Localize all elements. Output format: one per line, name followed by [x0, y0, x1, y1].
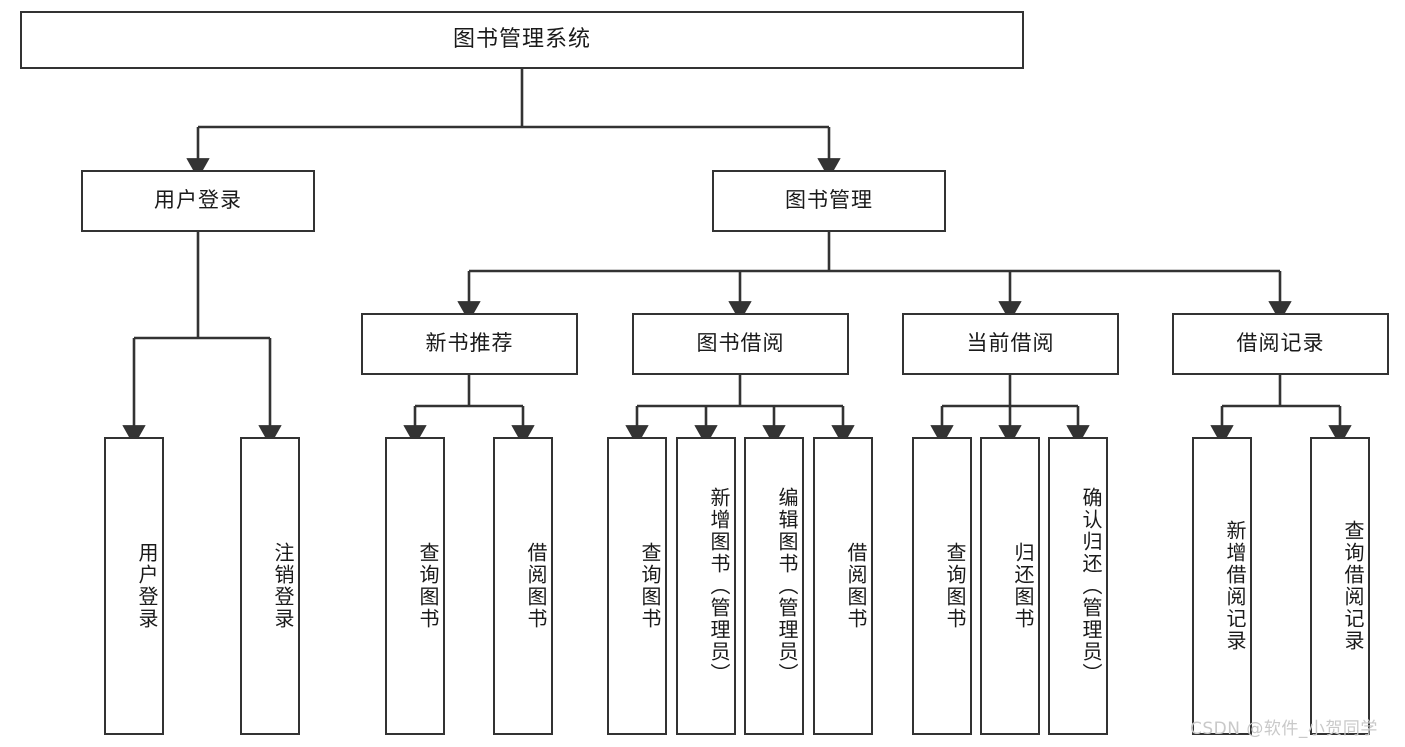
leaf-book-borrow-edit[interactable]: 编辑图书（管理员） [744, 437, 804, 735]
node-label: 查询图书 [943, 542, 967, 630]
leaf-user-login-logout[interactable]: 注销登录 [240, 437, 300, 735]
node-borrow-record[interactable]: 借阅记录 [1172, 313, 1389, 375]
node-label: 用户登录 [135, 542, 159, 630]
node-label: 借阅图书 [844, 542, 868, 630]
node-label: 当前借阅 [966, 331, 1055, 356]
leaf-book-borrow-add[interactable]: 新增图书（管理员） [676, 437, 736, 735]
node-label: 编辑图书（管理员） [775, 487, 799, 685]
node-label: 新增借阅记录 [1223, 520, 1247, 652]
leaf-current-borrow-confirm-return[interactable]: 确认归还（管理员） [1048, 437, 1108, 735]
leaf-book-borrow-query[interactable]: 查询图书 [607, 437, 667, 735]
node-label: 图书管理系统 [452, 26, 591, 52]
node-label: 查询借阅记录 [1341, 520, 1365, 652]
leaf-new-book-borrow[interactable]: 借阅图书 [493, 437, 553, 735]
node-label: 新增图书（管理员） [707, 487, 731, 685]
node-book-management[interactable]: 图书管理 [712, 170, 946, 232]
node-label: 确认归还（管理员） [1079, 487, 1103, 685]
node-label: 查询图书 [638, 542, 662, 630]
leaf-new-book-query[interactable]: 查询图书 [385, 437, 445, 735]
node-user-login[interactable]: 用户登录 [81, 170, 315, 232]
node-new-book-recommend[interactable]: 新书推荐 [361, 313, 578, 375]
node-label: 图书借阅 [696, 331, 785, 356]
leaf-borrow-record-query[interactable]: 查询借阅记录 [1310, 437, 1370, 735]
node-label: 新书推荐 [425, 331, 514, 356]
node-label: 归还图书 [1011, 542, 1035, 630]
node-root-book-management-system[interactable]: 图书管理系统 [20, 11, 1024, 69]
leaf-user-login-login[interactable]: 用户登录 [104, 437, 164, 735]
node-label: 注销登录 [271, 542, 295, 630]
node-book-borrow[interactable]: 图书借阅 [632, 313, 849, 375]
leaf-borrow-record-add[interactable]: 新增借阅记录 [1192, 437, 1252, 735]
node-label: 查询图书 [416, 542, 440, 630]
node-label: 用户登录 [154, 188, 242, 213]
node-label: 图书管理 [785, 188, 873, 213]
node-current-borrow[interactable]: 当前借阅 [902, 313, 1119, 375]
leaf-current-borrow-query[interactable]: 查询图书 [912, 437, 972, 735]
leaf-current-borrow-return[interactable]: 归还图书 [980, 437, 1040, 735]
csdn-watermark: CSDN @软件_小贺同学 [1190, 719, 1378, 739]
node-label: 借阅图书 [524, 542, 548, 630]
leaf-book-borrow-borrow[interactable]: 借阅图书 [813, 437, 873, 735]
node-label: 借阅记录 [1236, 331, 1325, 356]
